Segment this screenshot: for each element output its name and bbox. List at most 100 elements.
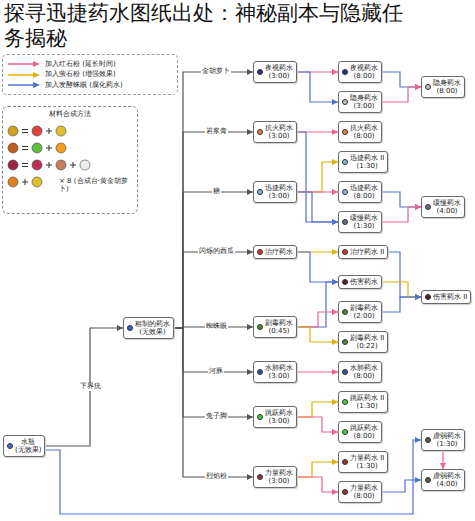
node-text: 抗火药水	[265, 124, 293, 132]
potion-box: 水瓶(无效果)	[3, 435, 45, 457]
connector-arrow	[297, 462, 338, 477]
potion-icon	[425, 204, 431, 210]
connector-arrow	[382, 87, 421, 102]
potion-box: 抗火药水(3:00)	[253, 121, 297, 143]
node-text: 水瓶	[15, 438, 41, 446]
potion-box: 治疗药水	[253, 245, 297, 259]
node-text: 治疗药水 II	[350, 248, 384, 256]
potion-box: 粗制的药水(无效果)	[123, 317, 174, 339]
connector-arrow	[297, 312, 338, 327]
ingredient-label: 岩浆膏	[205, 128, 228, 136]
connector-arrow	[174, 192, 253, 328]
connector-arrow	[382, 192, 421, 207]
potion-icon	[257, 324, 263, 330]
potion-box: 伤害药水 II	[421, 290, 471, 304]
potion-icon	[342, 159, 348, 165]
node-text: 剧毒药水	[350, 304, 378, 312]
potion-box: 水肺药水(3:00)	[253, 361, 297, 383]
node-text: 水肺药水	[265, 364, 293, 372]
potion-box: 隐身药水(8:00)	[421, 76, 465, 98]
potion-box: 力量药水 II(1:30)	[338, 451, 388, 473]
potion-icon	[342, 189, 348, 195]
connector-arrow	[297, 132, 338, 222]
connector-arrow	[174, 328, 253, 417]
potion-icon	[342, 429, 348, 435]
node-text: (2:00)	[350, 312, 378, 320]
node-text: 剧毒药水 II	[350, 334, 384, 342]
potion-icon	[425, 294, 431, 300]
node-text: 剧毒药水	[265, 319, 293, 327]
node-text: 虚弱药水	[433, 472, 461, 480]
node-text: 抗火药水	[350, 124, 378, 132]
potion-icon	[342, 369, 348, 375]
node-text: 跳跃药水	[350, 424, 378, 432]
ingredient-label: 糖	[212, 188, 221, 196]
potion-icon	[342, 459, 348, 465]
potion-box: 缓慢药水(4:00)	[421, 196, 465, 218]
potion-icon	[342, 69, 348, 75]
potion-box: 迅捷药水 II(1:30)	[338, 151, 388, 173]
connector-arrow	[382, 297, 421, 312]
connector-arrow	[45, 328, 123, 446]
potion-box: 剧毒药水(2:00)	[338, 301, 382, 323]
potion-icon	[342, 279, 348, 285]
node-text: (8:00)	[350, 432, 378, 440]
potion-icon	[127, 325, 133, 331]
potion-box: 抗火药水(8:00)	[338, 121, 382, 143]
node-text: (8:00)	[433, 87, 461, 95]
connector-arrow	[382, 480, 421, 492]
ingredient-label: 烈焰粉	[205, 473, 228, 481]
connector-arrow	[297, 371, 338, 372]
potion-box: 虚弱药水(1:30)	[421, 429, 465, 451]
node-text: 隐身药水	[433, 79, 461, 87]
node-text: 力量药水 II	[350, 454, 384, 462]
node-text: (3:00)	[265, 72, 293, 80]
node-text: 伤害药水 II	[433, 293, 467, 301]
node-text: 水肺药水	[350, 364, 378, 372]
ingredient-label: 下界疣	[79, 383, 102, 391]
connector-arrow	[297, 192, 338, 222]
node-text: (0:45)	[265, 327, 293, 335]
potion-icon	[425, 477, 431, 483]
legend-text: 加入萤石粉 (增强效果)	[45, 70, 116, 78]
connector-arrow	[297, 417, 338, 432]
potion-icon	[342, 99, 348, 105]
potion-icon	[7, 443, 13, 449]
ingredient-label: 河豚	[208, 368, 224, 376]
ingredient-label: 金胡萝卜	[201, 68, 231, 76]
node-text: 材料合成方法	[6, 110, 134, 118]
connector-arrow	[174, 252, 253, 328]
potion-box: 缓慢药水(1:30)	[338, 211, 382, 233]
potion-icon	[257, 474, 263, 480]
potion-box: 跳跃药水 II(1:30)	[338, 391, 388, 413]
node-text: 缓慢药水	[350, 214, 378, 222]
connector-arrow	[297, 72, 338, 102]
connector-arrow	[297, 282, 338, 327]
node-text: 治疗药水	[265, 248, 293, 256]
potion-icon	[342, 249, 348, 255]
ingredient-label: 蜘蛛眼	[205, 323, 228, 331]
node-text: 迅捷药水	[265, 184, 293, 192]
potion-icon	[257, 414, 263, 420]
potion-icon	[342, 129, 348, 135]
potion-icon	[425, 84, 431, 90]
potion-box: 虚弱药水(4:00)	[421, 469, 465, 491]
potion-icon	[257, 129, 263, 135]
ingredient-label: 闪烁的西瓜	[198, 248, 235, 256]
potion-box: 隐身药水(3:00)	[338, 91, 382, 113]
node-text: 夜视药水	[350, 64, 378, 72]
node-text: × 8 (合成台·黄金胡萝卜)	[59, 177, 135, 193]
connector-arrow	[388, 252, 421, 297]
node-text: 伤害药水	[350, 278, 378, 286]
legend-text: 加入红石粉 (延长时间)	[45, 60, 116, 68]
node-text: (8:00)	[350, 192, 378, 200]
potion-box: 跳跃药水(8:00)	[338, 421, 382, 443]
node-text: (8:00)	[350, 132, 378, 140]
connector-arrow	[45, 440, 421, 514]
legend-row: 加入红石粉 (延长时间)	[7, 60, 173, 68]
potion-icon	[342, 219, 348, 225]
potion-icon	[342, 489, 348, 495]
node-text: (4:00)	[433, 207, 461, 215]
legend-line	[7, 81, 41, 89]
